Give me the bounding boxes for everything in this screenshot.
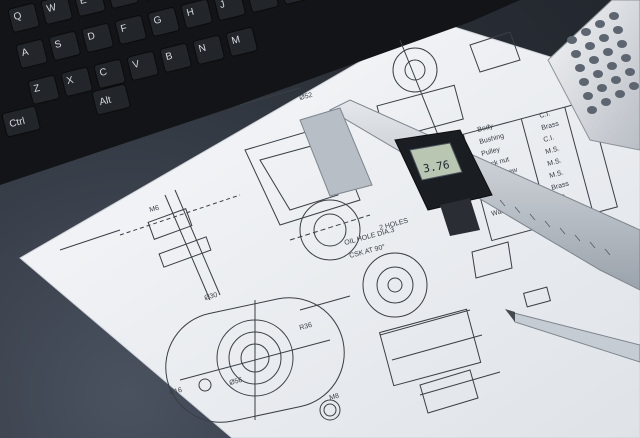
- key-j: J: [213, 0, 246, 21]
- svg-text:Z: Z: [33, 83, 42, 95]
- parts-material: M.S.: [545, 145, 561, 156]
- calculator-key: [611, 76, 621, 84]
- key-h: H: [180, 0, 213, 29]
- key-e: E: [73, 0, 106, 17]
- parts-material: C.I.: [539, 110, 551, 120]
- parts-material: M.S.: [549, 169, 565, 180]
- pen: [505, 309, 640, 363]
- drawing-label: Ø52: [299, 92, 314, 102]
- calculator-key: [579, 78, 589, 86]
- calculator-key: [601, 98, 611, 106]
- calculator-key: [587, 106, 597, 114]
- svg-text:W: W: [46, 2, 58, 15]
- key-a: A: [15, 39, 48, 69]
- calculator-key: [589, 56, 599, 64]
- svg-text:X: X: [66, 75, 75, 87]
- svg-text:G: G: [153, 14, 163, 27]
- svg-text:J: J: [219, 0, 227, 11]
- drawing-label: M8: [329, 393, 340, 402]
- calculator-key: [583, 92, 593, 100]
- svg-text:F: F: [120, 23, 129, 35]
- drawing-label: Ø56: [229, 377, 244, 387]
- svg-text:H: H: [186, 7, 196, 19]
- drawing-label: M6: [149, 205, 160, 214]
- svg-text:M: M: [231, 34, 242, 47]
- key-w: W: [40, 0, 73, 25]
- key-r: R: [106, 0, 139, 9]
- svg-text:N: N: [198, 43, 208, 55]
- calculator-key: [621, 54, 631, 62]
- caliper-readout: 3.76: [422, 158, 450, 175]
- parts-material: M.S.: [547, 157, 563, 168]
- calculator-key: [597, 84, 607, 92]
- calculator-key: [593, 70, 603, 78]
- drawing-label: Ø30: [204, 292, 219, 302]
- calculator-key: [571, 50, 581, 58]
- svg-text:K: K: [252, 0, 261, 3]
- parts-material: Brass: [541, 120, 561, 132]
- calculator-key: [603, 48, 613, 56]
- key-m: M: [225, 27, 258, 57]
- calculator-key: [567, 36, 577, 44]
- key-k: K: [246, 0, 279, 13]
- key-z: Z: [27, 75, 60, 105]
- vernier-caliper: 3.76: [299, 99, 640, 291]
- svg-text:V: V: [132, 59, 141, 71]
- parts-list-item: Pulley: [481, 146, 502, 158]
- calculator-key: [615, 90, 625, 98]
- parts-material: Brass: [551, 180, 571, 192]
- drawing-label: R16: [169, 387, 183, 397]
- calculator-key: [581, 28, 591, 36]
- parts-list-item: Body: [477, 123, 495, 134]
- keyboard: QWERTYUIOPASDFGHJKLZXCVBNMCtrlAlt: [0, 0, 520, 185]
- calculator-key: [613, 26, 623, 34]
- key-n: N: [192, 35, 225, 65]
- key-x: X: [60, 67, 93, 97]
- key-l: L: [279, 0, 312, 5]
- key-d: D: [81, 23, 114, 53]
- key-v: V: [126, 51, 159, 81]
- calculator-key: [599, 34, 609, 42]
- key-ctrl: Ctrl: [1, 105, 41, 138]
- calculator-key: [607, 62, 617, 70]
- svg-text:Alt: Alt: [98, 95, 112, 109]
- calculator-key: [629, 82, 639, 90]
- key-q: Q: [7, 3, 40, 33]
- calculator-key: [617, 40, 627, 48]
- technical-drawing: [59, 31, 618, 423]
- key-alt: Alt: [91, 83, 131, 116]
- calculator-key: [575, 64, 585, 72]
- svg-text:A: A: [21, 47, 30, 59]
- calculator-key: [625, 68, 635, 76]
- svg-text:E: E: [79, 0, 88, 7]
- drawing-label: R36: [299, 322, 313, 332]
- calculator: [547, 0, 640, 151]
- calculator-key: [585, 42, 595, 50]
- key-g: G: [147, 7, 180, 37]
- svg-text:Ctrl: Ctrl: [8, 116, 26, 130]
- key-b: B: [159, 43, 192, 73]
- svg-text:S: S: [54, 39, 63, 51]
- calculator-key: [595, 20, 605, 28]
- svg-text:B: B: [165, 51, 174, 63]
- svg-text:D: D: [87, 31, 97, 43]
- parts-material: C.I.: [543, 134, 555, 144]
- key-s: S: [48, 31, 81, 61]
- calculator-key: [609, 12, 619, 20]
- key-f: F: [114, 15, 147, 45]
- svg-text:Q: Q: [13, 10, 23, 23]
- svg-text:C: C: [99, 67, 109, 79]
- key-c: C: [93, 59, 126, 89]
